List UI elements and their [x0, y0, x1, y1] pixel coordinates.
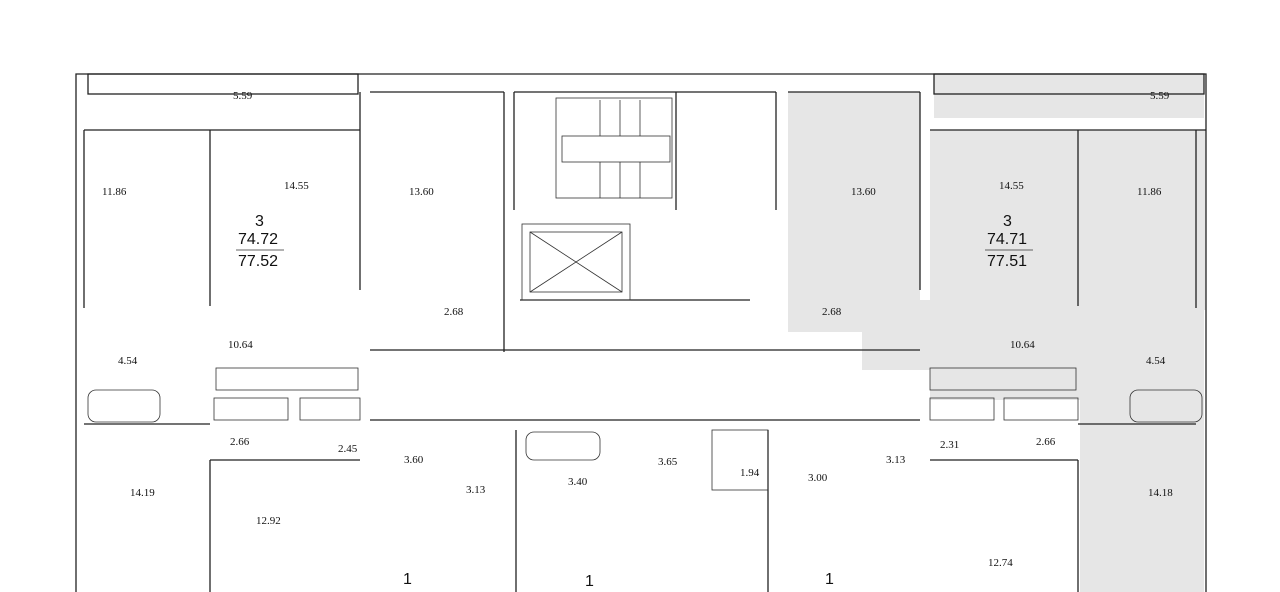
room-area-l-bed: 14.55 [284, 180, 309, 192]
room-area-r-store2: 2.66 [1036, 436, 1056, 448]
radiators [213, 367, 1079, 491]
room-area-l-store: 2.66 [230, 436, 250, 448]
room-area-b1-bath: 3.13 [466, 484, 486, 496]
room-area-r-balcony: 5.59 [1150, 90, 1170, 102]
room-area-b1-hall: 3.60 [404, 454, 424, 466]
room-area-b2-store: 1.94 [740, 467, 760, 479]
room-area-r-store: 2.31 [940, 439, 959, 451]
room-labels: 5.59 11.86 14.55 13.60 2.68 10.64 4.54 2… [102, 90, 1173, 569]
apartment-right-total-area: 77.51 [987, 253, 1027, 270]
room-area-b2-bath: 3.40 [568, 476, 588, 488]
room-area-b3-room: 12.74 [988, 557, 1013, 569]
apartment-left-rooms: 3 [255, 213, 264, 230]
room-area-l-bed-small: 11.86 [102, 186, 127, 198]
bottom-apartment-summaries: 1 1 1 [403, 571, 834, 590]
room-area-r-wc: 2.68 [822, 306, 842, 318]
apartment-left-living-area: 74.72 [238, 231, 278, 248]
room-area-r-hall: 10.64 [1010, 339, 1035, 351]
bathtubs [87, 389, 1203, 461]
room-area-b1-room: 12.92 [256, 515, 281, 527]
room-area-l-balcony: 5.59 [233, 90, 253, 102]
room-area-b3-bath: 3.00 [808, 472, 828, 484]
apartment-right-summary: 3 74.71 77.51 [985, 213, 1033, 270]
apartment-bottom-3-rooms: 1 [825, 571, 834, 588]
room-area-r-room-bottom: 14.18 [1148, 487, 1173, 499]
apartment-bottom-2-rooms: 1 [585, 573, 594, 590]
room-area-b2-hall: 3.65 [658, 456, 678, 468]
walls [75, 73, 1207, 592]
room-area-r-bed: 14.55 [999, 180, 1024, 192]
elevator [521, 223, 631, 301]
highlighted-apartment [788, 74, 1206, 592]
apartment-bottom-1-rooms: 1 [403, 571, 412, 588]
room-area-l-bath: 4.54 [118, 355, 138, 367]
room-area-b3-hall: 3.13 [886, 454, 906, 466]
room-area-r-bath: 4.54 [1146, 355, 1166, 367]
room-area-l-wc: 2.68 [444, 306, 464, 318]
apartment-left-summary: 3 74.72 77.52 [236, 213, 284, 270]
apartment-left-total-area: 77.52 [238, 253, 278, 270]
room-area-l-hall: 10.64 [228, 339, 253, 351]
apartment-right-living-area: 74.71 [987, 231, 1027, 248]
room-area-r-kitchen: 13.60 [851, 186, 876, 198]
room-area-l-kitchen: 13.60 [409, 186, 434, 198]
stairwell [555, 97, 673, 199]
room-area-r-bed-small: 11.86 [1137, 186, 1162, 198]
room-area-l-store2: 2.45 [338, 443, 358, 455]
room-area-l-room-bottom: 14.19 [130, 487, 155, 499]
apartment-right-rooms: 3 [1003, 213, 1012, 230]
